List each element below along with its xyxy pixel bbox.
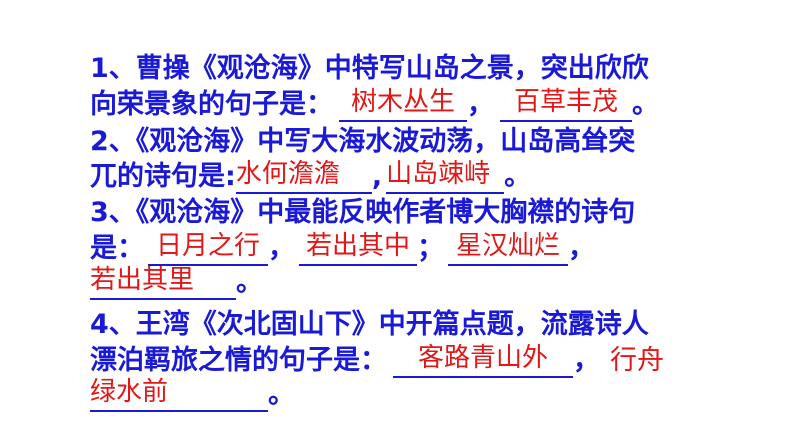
q3-blank-4[interactable]: 若出其里 [90,265,236,300]
q2-blank-1[interactable]: 水何澹澹 [235,159,372,194]
q4-blank-2[interactable]: 绿水前 [90,377,268,412]
q4-prefix: 漂泊羁旅之情的句子是： [90,345,387,376]
q1-prefix: 向荣景象的句子是： [90,89,333,120]
q2-prefix: 兀的诗句是: [90,161,236,192]
q2-line2: 兀的诗句是:水何澹澹,山岛竦峙。 [90,160,531,194]
q3-answer-1: 日月之行 [155,231,260,261]
q2-answer-1: 水何澹澹 [235,159,340,189]
q3-line2: 是： 日月之行 ， 若出其中； 星汉灿烂 ， [90,232,595,266]
q4-text: 4、王湾《次北固山下》中开篇点题，流露诗人 [90,309,649,340]
q4-line3: 绿水前 。 [90,378,295,412]
q2-blank-2[interactable]: 山岛竦峙 [386,159,505,194]
q3-blank-3[interactable]: 星汉灿烂 [448,231,568,266]
q1-sep: ， [467,89,494,120]
q1-answer-1: 树木丛生 [350,87,455,117]
q1-blank-1[interactable]: 树木丛生 [339,87,467,122]
q2-answer-2: 山岛竦峙 [386,159,491,189]
q3-sep-3: ， [568,233,595,264]
q4-answer-2-part2: 绿水前 [90,377,169,407]
q3-line1: 3、《观沧海》中最能反映作者博大胸襟的诗句 [90,196,635,230]
q1-end: 。 [632,89,659,120]
q3-prefix: 是： [90,233,144,264]
q4-sep: ， [573,345,600,376]
q1-text: 1、曹操《观沧海》中特写山岛之景，突出欣欣 [90,53,649,84]
q2-text: 2、《观沧海》中写大海水波动荡，山岛高耸突 [90,126,636,157]
q3-sep-1: ， [268,233,295,264]
q3-blank-2[interactable]: 若出其中 [299,231,417,266]
q3-blank-1[interactable]: 日月之行 [148,231,268,266]
q4-line1: 4、王湾《次北固山下》中开篇点题，流露诗人 [90,308,649,342]
q3-answer-2: 若出其中 [305,231,410,261]
q1-line2: 向荣景象的句子是： 树木丛生 ， 百草丰茂。 [90,88,659,122]
q4-answer-1: 客路青山外 [417,343,548,373]
q1-blank-2[interactable]: 百草丰茂 [500,87,632,122]
q1-line1: 1、曹操《观沧海》中特写山岛之景，突出欣欣 [90,52,649,86]
q4-blank-1[interactable]: 客路青山外 [393,343,573,378]
q1-answer-2: 百草丰茂 [513,87,618,117]
q3-sep-2: ； [417,233,444,264]
q3-answer-3: 星汉灿烂 [455,231,560,261]
q4-answer-2-part1: 行舟 [610,345,664,376]
q4-line2: 漂泊羁旅之情的句子是： 客路青山外 ， 行舟 [90,344,664,378]
q2-end: 。 [504,161,532,192]
q2-line1: 2、《观沧海》中写大海水波动荡，山岛高耸突 [90,125,635,159]
q4-end: 。 [268,379,295,410]
q3-text: 3、《观沧海》中最能反映作者博大胸襟的诗句 [90,197,636,228]
q3-line3: 若出其里 。 [90,266,263,300]
q2-sep: , [371,161,383,192]
q3-answer-4: 若出其里 [90,265,195,295]
q3-end: 。 [236,267,263,298]
